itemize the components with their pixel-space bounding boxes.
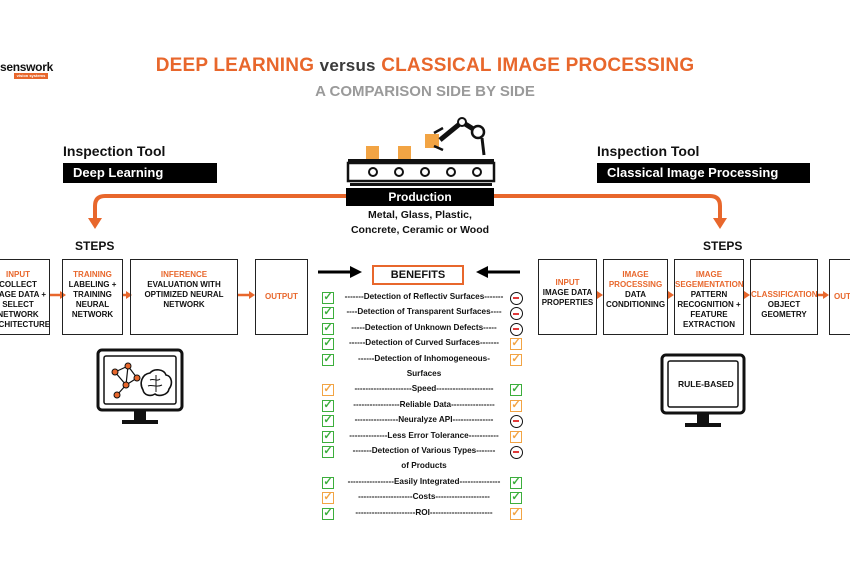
left-connector-arrowhead: [88, 218, 102, 229]
deep-learning-checkmark-icon: ✓: [322, 475, 334, 489]
classical-no-entry-icon: [510, 292, 523, 305]
benefit-row-text: -----------------Easily Integrated------…: [347, 476, 501, 486]
deep-learning-checkmark-icon: ✓: [322, 414, 334, 428]
benefit-row-text: ----------------------ROI---------------…: [355, 507, 493, 517]
rule-based-label: RULE-BASED: [678, 379, 734, 389]
logo: senswork: [0, 60, 53, 74]
deep-learning-checkmark-icon: ✓: [322, 398, 334, 412]
left-step-inference: INFERENCE EVALUATION WITH OPTIMIZED NEUR…: [130, 259, 238, 335]
right-connector-arrowhead: [713, 218, 727, 229]
left-steps-label: STEPS: [75, 239, 115, 253]
left-benefits-arrow: [318, 266, 362, 278]
classical-checkmark-icon: ✓: [510, 398, 522, 412]
production-materials: Metal, Glass, Plastic, Concrete, Ceramic…: [350, 209, 490, 236]
right-connector-arrow: [494, 194, 722, 220]
classical-checkmark-icon: ✓: [510, 383, 522, 397]
deep-learning-checkmark-icon: ✓: [322, 445, 334, 458]
page-subtitle: A COMPARISON SIDE BY SIDE: [315, 83, 535, 100]
production-conveyor-icon: [346, 134, 496, 186]
left-tool-name: Deep Learning: [63, 163, 217, 183]
left-step-training: TRAINING LABELING + TRAINING NEURAL NETW…: [62, 259, 123, 335]
benefit-row-text: ----Detection of Transparent Surfaces---…: [346, 307, 502, 317]
right-step-input: INPUT IMAGE DATA PROPERTIES: [538, 259, 597, 335]
right-step-segmentation: IMAGE SEGEMENTATION PATTERN RECOGNITION …: [674, 259, 744, 335]
deep-learning-monitor-icon: [96, 348, 184, 424]
left-connector-arrow: [93, 194, 346, 220]
left-tool-label: Inspection Tool: [63, 143, 166, 159]
classical-no-entry-icon: [510, 415, 523, 429]
benefit-row-text: -------Detection of Reflectiv Surfaces--…: [344, 292, 504, 301]
left-step-output: OUTPUT: [255, 259, 308, 335]
classical-checkmark-icon: ✓: [510, 352, 522, 366]
benefit-row-text: Surfaces: [406, 369, 442, 378]
logo-tagline: vision systems: [14, 73, 48, 79]
deep-learning-checkmark-icon: ✓: [322, 429, 334, 443]
right-step-output: OUTPUT: [829, 259, 850, 335]
deep-learning-checkmark-icon: ✓: [322, 337, 334, 351]
production-label: Production: [346, 188, 494, 206]
classical-checkmark-icon: ✓: [510, 506, 522, 520]
classical-no-entry-icon: [510, 322, 523, 336]
right-step-image-processing: IMAGE PROCESSING DATA CONDITIONING: [603, 259, 668, 335]
right-benefits-arrow: [476, 266, 520, 278]
benefits-label: BENEFITS: [372, 265, 464, 285]
benefit-row-text: ------Detection of Inhomogeneous-: [358, 353, 490, 363]
benefit-row-text: ---------------------Speed--------------…: [354, 384, 494, 394]
classical-checkmark-icon: ✓: [510, 475, 522, 489]
robot-arm-icon: [433, 117, 486, 156]
classical-no-entry-icon: [510, 446, 523, 459]
deep-learning-checkmark-icon: ✓: [322, 491, 334, 505]
benefit-row-text: ------Detection of Curved Surfaces------…: [348, 338, 500, 348]
benefit-row-text: --------------Less Error Tolerance------…: [349, 430, 499, 440]
deep-learning-checkmark-icon: ✓: [322, 291, 334, 304]
right-tool-name: Classical Image Processing: [597, 163, 810, 183]
deep-learning-checkmark-icon: ✓: [322, 383, 334, 397]
benefit-row-text: -----Detection of Unknown Defects-----: [351, 322, 497, 332]
classical-checkmark-icon: ✓: [510, 491, 522, 505]
deep-learning-checkmark-icon: ✓: [322, 306, 334, 320]
benefit-row-text: of Products: [401, 461, 447, 471]
benefit-row-text: ----------------Neuralyze API-----------…: [354, 415, 494, 425]
benefit-row-text: -----------------Reliable Data----------…: [353, 399, 495, 409]
deep-learning-checkmark-icon: ✓: [322, 506, 334, 520]
classical-no-entry-icon: [510, 307, 523, 321]
classical-checkmark-icon: ✓: [510, 429, 522, 443]
left-step-input: INPUT COLLECT IMAGE DATA + SELECT NETWOR…: [0, 259, 50, 335]
right-tool-label: Inspection Tool: [597, 143, 700, 159]
deep-learning-checkmark-icon: ✓: [322, 352, 334, 366]
benefit-row-text: -------Detection of Various Types-------: [352, 446, 496, 455]
classical-checkmark-icon: ✓: [510, 337, 522, 351]
benefit-row-text: --------------------Costs---------------…: [358, 492, 490, 502]
right-steps-label: STEPS: [703, 239, 743, 253]
page-title: DEEP LEARNING versus CLASSICAL IMAGE PRO…: [155, 55, 695, 76]
right-step-classification: CLASSIFICATION OBJECT GEOMETRY: [750, 259, 818, 335]
classical-monitor-icon: [660, 353, 746, 427]
deep-learning-checkmark-icon: ✓: [322, 321, 334, 335]
